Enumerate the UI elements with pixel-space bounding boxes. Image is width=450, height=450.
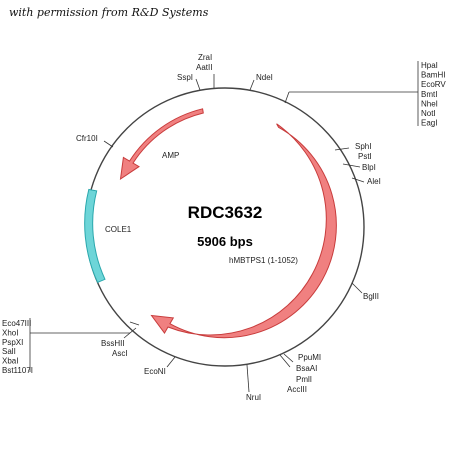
mcs-left-site-label: XhoI bbox=[2, 328, 18, 337]
blpi-site-label: BlpI bbox=[362, 163, 376, 172]
mcs-right-site-label: EcoRV bbox=[421, 80, 446, 89]
plasmid-size: 5906 bps bbox=[197, 234, 253, 249]
nrui-site-tick bbox=[246, 364, 250, 393]
alei-site-tick bbox=[351, 177, 365, 183]
mcs-right-site-label: BmtI bbox=[421, 90, 437, 99]
aatii-site-label: AatII bbox=[196, 63, 212, 72]
mcs-right-site-tick bbox=[284, 91, 290, 104]
mcs-left-site-label: Bst1107I bbox=[2, 366, 33, 375]
ndei-site-tick bbox=[249, 79, 255, 91]
cfr10i-site-tick bbox=[103, 140, 114, 148]
cole1-feature-block[interactable] bbox=[84, 188, 106, 284]
mcs-left-site-tick bbox=[129, 321, 140, 326]
econi-site-label: EcoNI bbox=[144, 367, 166, 376]
mcs-left-site-label: SalI bbox=[2, 347, 16, 356]
insert-feature-arrow[interactable] bbox=[150, 123, 337, 339]
blpi-site-tick bbox=[342, 163, 361, 168]
mcs-right-site-label: NotI bbox=[421, 109, 436, 118]
mcs-left-site-label: Eco47III bbox=[2, 319, 31, 328]
econi-site-tick bbox=[166, 356, 176, 368]
insert-feature-label: hMBTPS1 (1-1052) bbox=[229, 256, 298, 265]
zrai-site-label: ZraI bbox=[198, 53, 212, 62]
mcs-right-site-label: NheI bbox=[421, 99, 438, 108]
ndei-site-label: NdeI bbox=[256, 73, 273, 82]
psti-site-label: PstI bbox=[358, 152, 372, 161]
mcs-right-site-label: EagI bbox=[421, 119, 437, 128]
permission-credit: with permission from R&D Systems bbox=[9, 6, 209, 19]
amp-feature-arrow[interactable] bbox=[119, 108, 204, 181]
pmli-site-label: PmlI bbox=[296, 375, 312, 384]
amp-feature-label: AMP bbox=[162, 151, 179, 160]
sphi-psti-site-tick bbox=[334, 147, 350, 151]
ppumi-group-site-tick-2 bbox=[283, 353, 294, 363]
plasmid-name: RDC3632 bbox=[188, 203, 263, 222]
mcs-right-site-label: BamHI bbox=[421, 71, 445, 80]
nrui-site-label: NruI bbox=[246, 393, 261, 402]
ppumi-site-label: PpuMI bbox=[298, 353, 321, 362]
sphi-site-label: SphI bbox=[355, 142, 371, 151]
bglii-site-label: BglII bbox=[363, 292, 379, 301]
acciii-site-label: AccIII bbox=[287, 385, 307, 394]
bsshii-site-label: BssHII bbox=[101, 339, 125, 348]
alei-site-label: AleI bbox=[367, 177, 381, 186]
bglii-site-tick bbox=[351, 282, 363, 294]
sspi-site-tick bbox=[195, 78, 201, 91]
mcs-left-site-label: PspXI bbox=[2, 338, 23, 347]
cfr10i-site-label: Cfr10I bbox=[76, 134, 98, 143]
ppumi-group-site-tick bbox=[279, 354, 291, 368]
cole1-feature-label: COLE1 bbox=[105, 225, 132, 234]
bsaai-site-label: BsaAI bbox=[296, 364, 317, 373]
mcs-left-site-label: XbaI bbox=[2, 357, 18, 366]
sspi-site-label: SspI bbox=[177, 73, 193, 82]
mcs-right-site-label: HpaI bbox=[421, 61, 438, 70]
asci-site-label: AscI bbox=[112, 349, 128, 358]
